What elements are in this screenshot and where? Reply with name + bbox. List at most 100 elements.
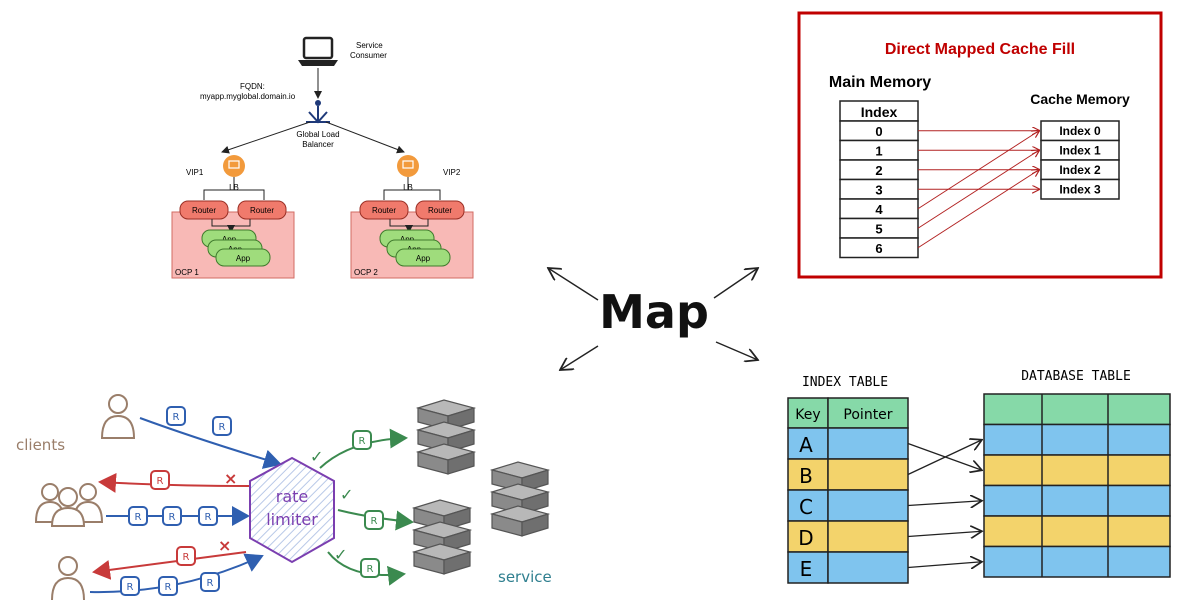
pointer-cell <box>827 427 909 460</box>
request-token-label: R <box>359 436 366 447</box>
fqdn-value: myapp.myglobal.domain.io <box>200 92 296 101</box>
rejected-request-path <box>98 472 251 493</box>
person-icon <box>51 556 85 600</box>
request-token-label: R <box>219 422 226 433</box>
cache-diagram: Direct Mapped Cache Fill Main Memory Cac… <box>797 11 1163 279</box>
cache-mapping-arrow <box>917 170 1039 249</box>
cache-memory-label: Cache Memory <box>1030 91 1130 107</box>
db-row <box>983 423 1171 456</box>
router-2 <box>415 200 465 220</box>
server-front <box>443 551 471 575</box>
reject-mark: × <box>218 536 231 555</box>
cache-memory-index: Index 1 <box>1059 144 1101 158</box>
map-label: Map <box>599 285 709 339</box>
client-request-path <box>139 417 282 469</box>
lb-icon <box>397 155 419 177</box>
index-header: Index <box>861 104 898 120</box>
request-token <box>162 506 182 526</box>
main-memory-index: 5 <box>875 222 882 237</box>
load-balancer-diagram: Service Consumer FQDN: myapp.myglobal.do… <box>171 36 474 279</box>
request-token-label: R <box>157 476 164 487</box>
request-token <box>128 506 148 526</box>
arrow-to-top-right <box>713 268 758 299</box>
main-memory-index: 1 <box>875 144 882 159</box>
cache-memory-index: Index 0 <box>1059 124 1101 138</box>
global-load-balancer-icon <box>306 100 330 124</box>
glb-label-2: Balancer <box>302 140 334 149</box>
cache-mapping-arrows <box>917 131 1039 249</box>
request-token <box>352 430 372 450</box>
request-token-label: R <box>183 552 190 563</box>
database-table <box>983 393 1171 578</box>
glb-to-lb2-arrow <box>325 121 405 154</box>
clients-label: clients <box>16 436 65 454</box>
router-label: Router <box>428 206 452 215</box>
request-token-label: R <box>169 512 176 523</box>
rejected-request-path <box>92 551 247 580</box>
request-token-label: R <box>207 578 214 589</box>
reject-mark: × <box>224 469 237 488</box>
cluster-ocp-2: VIP2 LB Router Router App App App OCP 2 <box>350 155 474 279</box>
request-token <box>150 470 170 490</box>
app-3 <box>215 248 271 267</box>
key-cell <box>787 551 829 584</box>
group-icon <box>34 483 104 527</box>
request-token <box>166 406 186 426</box>
fqdn-label: FQDN: <box>240 82 265 91</box>
main-memory-index: 0 <box>875 124 882 139</box>
router-label: Router <box>250 206 274 215</box>
key-label: C <box>799 495 813 519</box>
router-2 <box>237 200 287 220</box>
limiter-label-2: limiter <box>266 510 318 529</box>
pointer-arrow <box>907 531 982 536</box>
accept-mark: ✓ <box>310 447 323 466</box>
cluster-name: OCP 1 <box>175 268 199 277</box>
request-token-label: R <box>371 516 378 527</box>
request-token-label: R <box>135 512 142 523</box>
limiter-label-1: rate <box>276 487 309 506</box>
key-header: Key <box>795 407 820 423</box>
router-label: Router <box>372 206 396 215</box>
main-memory-index: 6 <box>875 241 882 256</box>
main-memory-index: 2 <box>875 163 882 178</box>
request-token <box>360 558 380 578</box>
router-label: Router <box>192 206 216 215</box>
rate-limiter-hexagon <box>249 456 335 564</box>
glb-label-1: Global Load <box>296 130 339 139</box>
request-token <box>200 572 220 592</box>
rate-limiter-diagram: clients × × rate limite <box>16 394 552 600</box>
cluster-ocp-1: VIP1 LB Router Router App App App OCP 1 <box>171 155 295 279</box>
arrow-to-bottom-left <box>560 345 599 370</box>
laptop-icon <box>298 36 338 66</box>
request-token <box>158 576 178 596</box>
request-token <box>120 576 140 596</box>
pointer-header: Pointer <box>843 407 892 423</box>
main-memory-label: Main Memory <box>829 74 931 91</box>
person-icon <box>100 394 136 439</box>
db-header-row <box>983 393 1171 426</box>
request-token-label: R <box>165 582 172 593</box>
request-token-label: R <box>173 412 180 423</box>
pointer-cell <box>827 458 909 491</box>
service-label: service <box>498 568 552 586</box>
consumer-label-2: Consumer <box>350 51 387 60</box>
consumer-label-1: Service <box>356 41 383 50</box>
cache-memory-index: Index 3 <box>1059 183 1101 197</box>
pointer-arrow <box>907 440 982 476</box>
servers <box>411 399 551 575</box>
pointer-arrow <box>907 501 982 506</box>
arrow-to-top-left <box>548 268 599 301</box>
glb-to-lb1-arrow <box>221 121 311 154</box>
index-table-title: INDEX TABLE <box>802 375 888 390</box>
key-label: B <box>799 464 813 488</box>
key-header-cell <box>787 397 829 429</box>
accepted-request-path <box>327 551 406 586</box>
vip-label: VIP2 <box>443 168 461 177</box>
db-row <box>983 454 1171 487</box>
pointer-cell <box>827 520 909 553</box>
db-row <box>983 484 1171 517</box>
pointer-cell <box>827 489 909 522</box>
